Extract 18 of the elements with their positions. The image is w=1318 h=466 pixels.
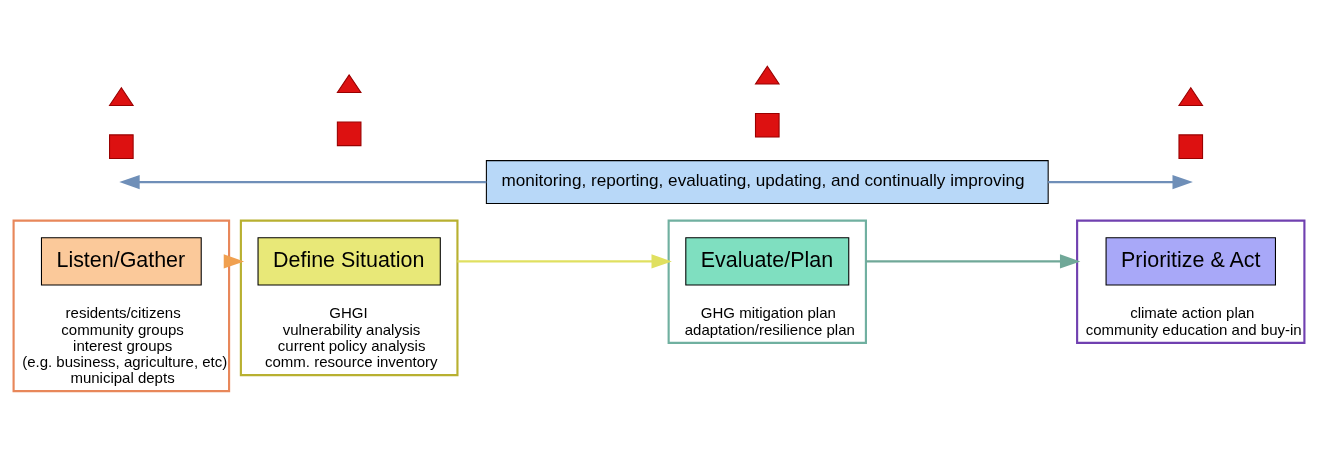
node-box: Prioritize & Act (1105, 237, 1276, 286)
node-box (1178, 134, 1204, 160)
arrow (119, 174, 487, 190)
node-box (336, 121, 362, 147)
arrow (865, 254, 1081, 269)
node-box (754, 112, 780, 138)
arrow (223, 254, 245, 269)
node-box: Listen/Gather (40, 237, 202, 286)
node-triangle (1177, 86, 1204, 106)
arrow (1048, 174, 1193, 190)
node-box: Define Situation (257, 237, 441, 286)
arrow (457, 254, 672, 269)
node-box: monitoring, reporting, evaluating, updating, and continually improving (485, 160, 1049, 205)
node-box: Evaluate/Plan (685, 237, 850, 286)
node-box (109, 134, 134, 160)
node-triangle (336, 73, 362, 94)
node-triangle (754, 65, 781, 85)
node-triangle (108, 86, 135, 106)
